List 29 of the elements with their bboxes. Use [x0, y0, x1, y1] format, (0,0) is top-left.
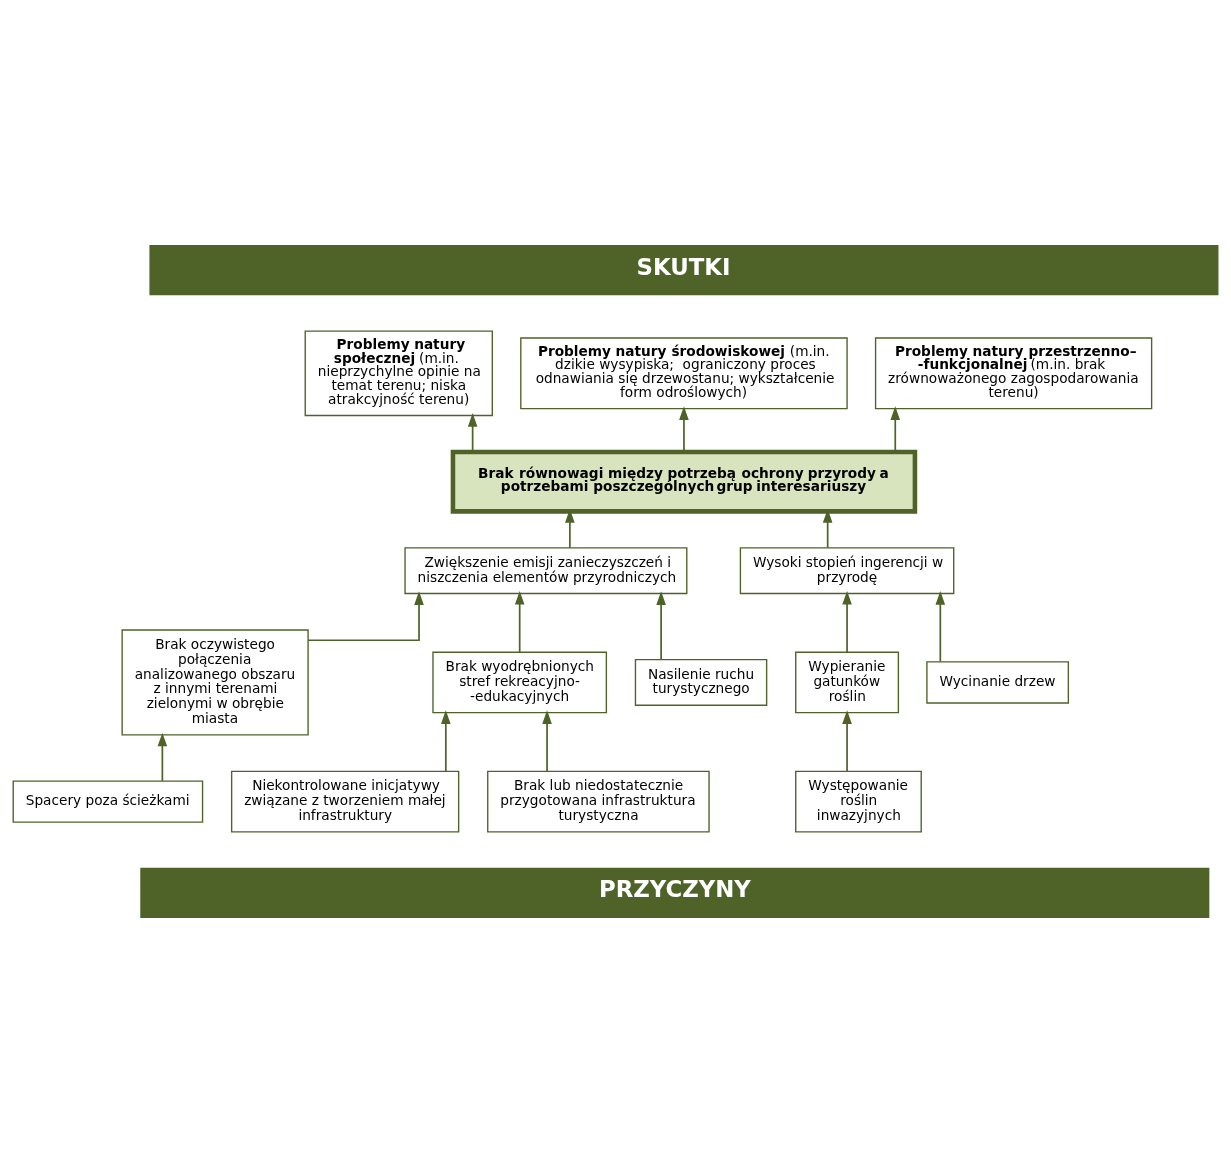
node-box: Zwiększenie emisji zanieczyszczeń i niszczenia elementów przyrodniczych: [404, 546, 688, 594]
arrow: [935, 590, 946, 662]
node-box: Występowanie roślin inwazyjnych: [795, 770, 922, 833]
node-box: Spacery poza ścieżkami: [12, 779, 204, 823]
node-box: Problemy natury środowiskowej (m.in. dzikie wysypiska; ograniczony proces odnawiania się drzewostanu; wykształcenie form odroślowych): [520, 336, 848, 409]
node-box: Nasilenie ruchu turystycznego: [634, 658, 768, 706]
arrow: [307, 590, 424, 641]
arrow: [890, 405, 901, 453]
node-box: Brak równowagi między potrzebą ochrony przyrody a potrzebami poszczególnych grup interesariuszy: [450, 449, 918, 514]
node-box: Wypieranie gatunków roślin: [795, 651, 900, 713]
arrow: [542, 709, 552, 772]
node-box: Brak oczywistego połączenia analizowanego obszaru z innymi terenami zielonymi w obrębie miasta: [121, 628, 309, 736]
node-box: Brak wyodrębnionych stref rekreacyjno- -edukacyjnych: [432, 651, 608, 713]
arrow: [467, 412, 478, 453]
arrow: [842, 709, 852, 772]
arrow: [679, 405, 689, 453]
node-box: PRZYCZYNY: [140, 867, 1210, 918]
arrow: [656, 590, 666, 660]
node-box: Problemy natury przestrzenno– -funkcjonalnej (m.in. brak zrównoważonego zagospodarowania terenu): [874, 336, 1153, 409]
node-box: Problemy natury społecznej (m.in. nieprzychylne opinie na temat terenu; niska atrakcyjność terenu): [304, 329, 493, 416]
node-box: SKUTKI: [149, 244, 1219, 295]
node-box: Wysoki stopień ingerencji w przyrodę: [739, 546, 955, 594]
node-box: Wycinanie drzew: [926, 660, 1070, 704]
node-box: Brak lub niedostatecznie przygotowana infrastruktura turystyczna: [487, 770, 710, 833]
arrow: [842, 590, 852, 653]
node-box: Niekontrolowane inicjatywy związane z tworzeniem małej infrastruktury: [230, 770, 460, 833]
arrow: [157, 732, 168, 782]
arrow: [514, 590, 525, 653]
arrow: [441, 709, 451, 772]
